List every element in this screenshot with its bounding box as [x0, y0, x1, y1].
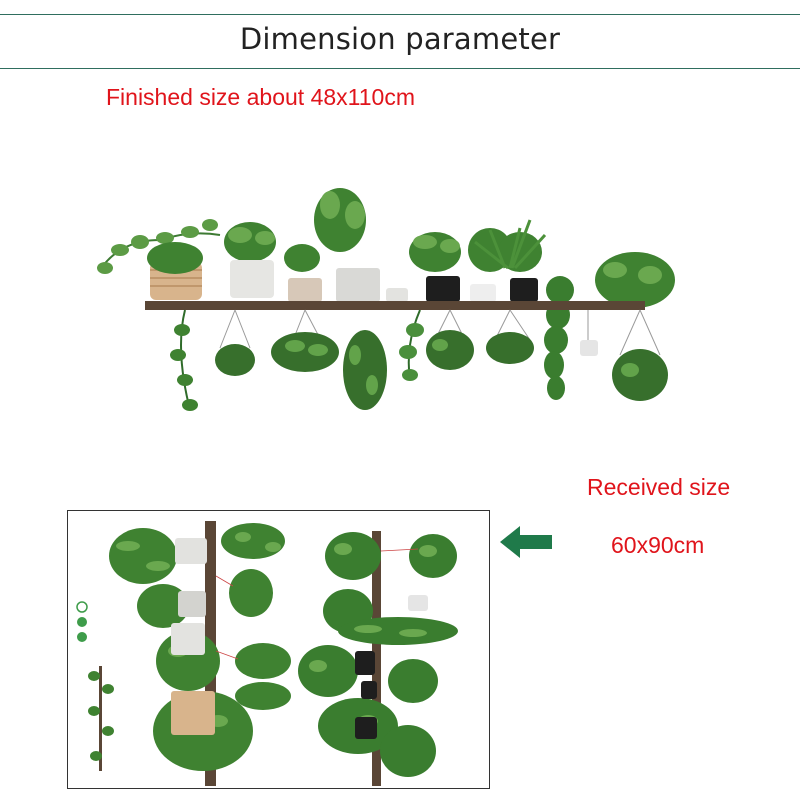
received-size-label: Received size	[587, 474, 731, 500]
finished-plant-shelf-image	[97, 188, 675, 411]
shelf-board	[145, 301, 645, 310]
arrow-left-icon	[500, 526, 552, 558]
received-size-value: 60x90cm	[611, 532, 705, 558]
header-rule-bottom	[0, 68, 800, 69]
finished-size-label: Finished size about 48x110cm	[106, 84, 415, 110]
eco-badge-icon	[76, 601, 88, 642]
header-rule-top	[0, 14, 800, 15]
page-title: Dimension parameter	[239, 22, 561, 56]
received-sticker-sheet-image	[67, 510, 490, 789]
top-plants	[97, 188, 675, 400]
